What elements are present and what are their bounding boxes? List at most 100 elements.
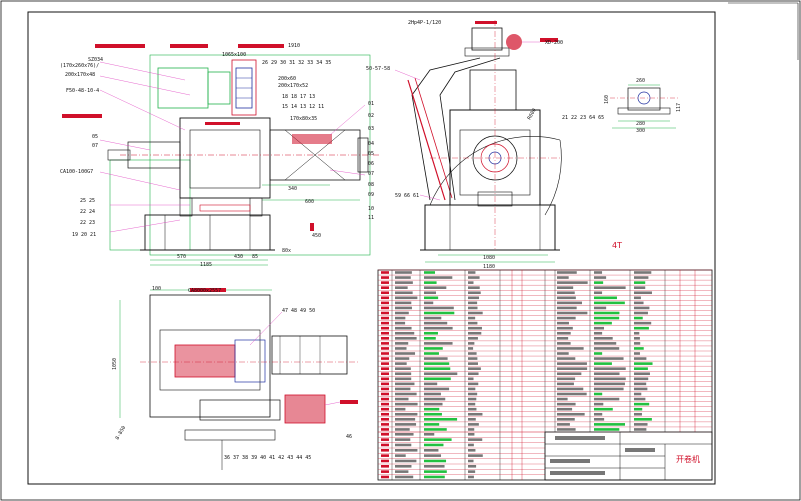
- row-code: [395, 438, 411, 441]
- part-label: 07: [368, 171, 374, 177]
- dimension-text: 450: [312, 233, 321, 239]
- row-name: [424, 301, 434, 305]
- row-number: [381, 357, 389, 360]
- row-qty: [468, 321, 478, 325]
- row-number: [381, 367, 389, 370]
- row-qty: [468, 271, 476, 274]
- row-code: [395, 377, 412, 381]
- dimension-text: 8-850: [115, 425, 128, 441]
- row-code: [557, 397, 568, 401]
- row-code: [557, 281, 588, 284]
- row-name: [424, 271, 436, 274]
- row-name: [594, 402, 604, 406]
- row-number: [381, 465, 389, 468]
- row-code: [395, 321, 406, 325]
- row-qty: [468, 397, 477, 401]
- row-code: [557, 347, 584, 350]
- reducer-housing: [471, 27, 503, 51]
- row-qty: [468, 465, 477, 468]
- row-number: [381, 443, 389, 447]
- row-number: [381, 291, 389, 295]
- row-code: [395, 372, 412, 376]
- row-number: [381, 407, 389, 411]
- chain-drive: [439, 57, 501, 201]
- row-name: [594, 271, 603, 274]
- row-name: [424, 475, 445, 479]
- row-number: [381, 475, 389, 479]
- row-material: [634, 367, 648, 370]
- motor-body: [157, 67, 209, 109]
- leader-line: [329, 169, 366, 176]
- part-label: 200x170x52: [278, 83, 308, 89]
- row-material: [634, 402, 650, 406]
- drive-belt: [199, 204, 251, 212]
- dimension-text: 300: [636, 128, 645, 134]
- row-name: [424, 412, 442, 416]
- row-name: [594, 296, 617, 300]
- row-name: [594, 352, 603, 355]
- row-qty: [468, 337, 478, 340]
- row-name: [594, 397, 620, 401]
- row-code: [395, 387, 411, 391]
- row-qty: [468, 367, 481, 370]
- row-name: [424, 281, 437, 284]
- row-qty: [468, 276, 480, 279]
- motor-plan: [271, 335, 348, 375]
- row-number: [381, 454, 389, 457]
- press-arm: [407, 79, 446, 201]
- row-name: [424, 449, 439, 452]
- row-name: [594, 286, 626, 289]
- row-name: [424, 316, 442, 320]
- drive-head: [469, 69, 517, 111]
- row-code: [557, 352, 569, 355]
- top-right-view: 260 280 300 160 117 21 22 23 64 65: [562, 78, 682, 134]
- row-material: [634, 423, 648, 426]
- row-name: [424, 382, 438, 386]
- part-label: 1910: [288, 43, 300, 49]
- title-block-text-bar: [550, 471, 605, 475]
- part-label: 02: [368, 113, 374, 119]
- row-code: [395, 342, 409, 345]
- row-number: [381, 377, 389, 381]
- row-name: [594, 367, 626, 370]
- row-material: [634, 347, 644, 350]
- row-material: [634, 387, 648, 391]
- mandrel-segment: [284, 129, 346, 181]
- dimension-text: 80x: [282, 248, 291, 254]
- row-code: [557, 342, 571, 345]
- row-code: [557, 291, 575, 295]
- row-name: [424, 372, 458, 376]
- part-label: 11: [368, 215, 374, 221]
- inner-border: [27, 11, 716, 485]
- row-number: [381, 459, 389, 463]
- leader-line: [109, 219, 181, 233]
- row-number: [381, 321, 389, 325]
- row-name: [424, 387, 450, 391]
- part-label: 50-57-58: [366, 66, 390, 72]
- row-material: [634, 352, 640, 355]
- bearing-base: [617, 107, 671, 115]
- row-code: [557, 271, 577, 274]
- row-material: [634, 397, 646, 401]
- part-label: (170x260x76)/: [60, 63, 99, 69]
- row-name: [594, 316, 620, 320]
- row-name: [594, 301, 625, 305]
- mandrel-highlight: [292, 134, 332, 144]
- row-name: [594, 347, 620, 350]
- row-code: [395, 347, 407, 350]
- motor-fan-cover: [207, 71, 231, 105]
- row-qty: [468, 372, 479, 376]
- row-number: [381, 276, 389, 279]
- row-material: [634, 296, 641, 300]
- row-code: [557, 311, 588, 315]
- row-code: [557, 296, 576, 300]
- row-code: [395, 392, 417, 396]
- row-code: [395, 407, 406, 411]
- plan-frame: [149, 294, 271, 418]
- dimension-text: 340: [288, 186, 297, 192]
- row-material: [634, 337, 640, 340]
- part-label: 01: [368, 101, 374, 107]
- row-code: [557, 402, 576, 406]
- pump-unit-outline: [284, 394, 326, 424]
- part-label: 05: [368, 151, 374, 157]
